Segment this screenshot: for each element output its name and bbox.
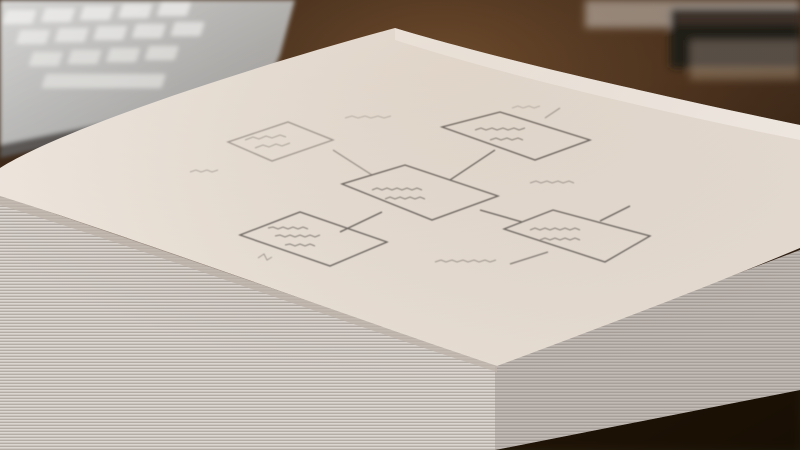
photo-canvas (0, 0, 800, 450)
photo-scene (0, 0, 800, 450)
vignette (0, 0, 800, 450)
